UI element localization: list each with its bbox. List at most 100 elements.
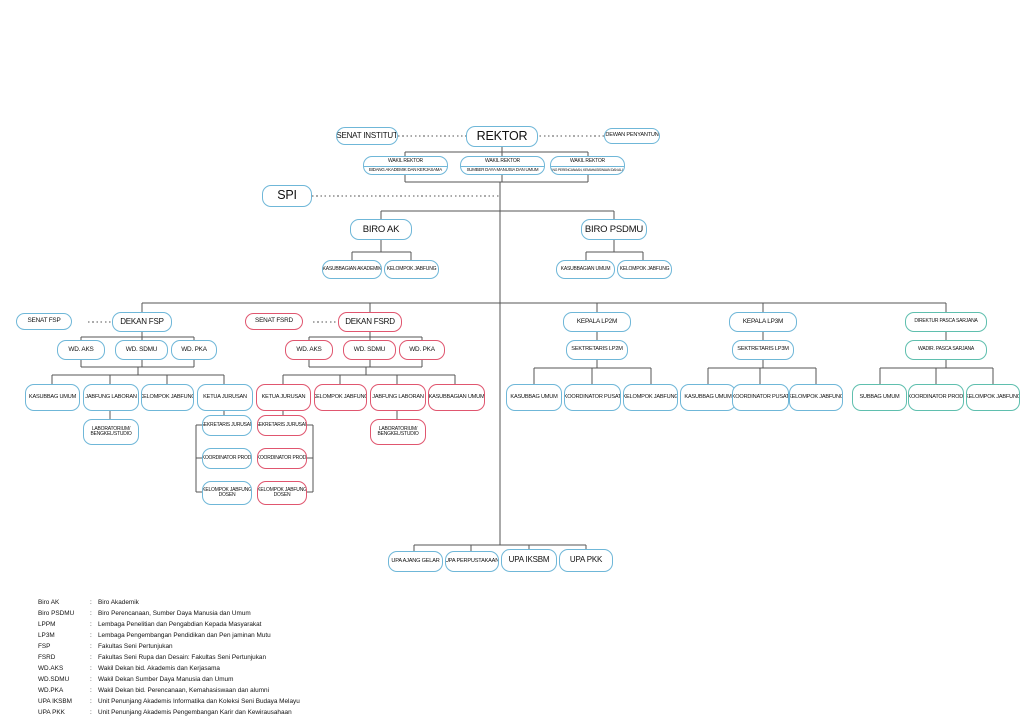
node-wadir-pasca-sarjana[interactable]: WADIR. PASCA SARJANA <box>905 340 987 360</box>
node-spi[interactable]: SPI <box>262 185 312 207</box>
node-kelompok-jabfung-biro-psdmu[interactable]: KELOMPOK JABFUNG <box>617 260 672 279</box>
legend-row: WD.SDMU:Wakil Dekan Sumber Daya Manusia … <box>38 674 458 685</box>
legend-value: Biro Akademik <box>98 599 139 606</box>
legend-value: Lembaga Penelitian dan Pengabdian Kepada… <box>98 621 262 629</box>
node-senat-fsp[interactable]: SENAT FSP <box>16 313 72 330</box>
node-jabfung-laboran-fsrd[interactable]: JABFUNG LABORAN <box>370 384 426 411</box>
node-wakil-rektor-sdmu[interactable]: WAKIL REKTOR SUMBER DAYA MANUSIA DAN UMU… <box>460 156 545 175</box>
node-senat-institut[interactable]: SENAT INSTITUT <box>336 127 398 145</box>
legend-separator: : <box>90 599 92 606</box>
node-upa-pkk[interactable]: UPA PKK <box>559 549 613 572</box>
node-jabfung-laboran-fsp[interactable]: JABFUNG LABORAN <box>83 384 139 411</box>
node-kelompok-jabfung-lp3m[interactable]: KELOMPOK JABFUNG <box>789 384 843 411</box>
node-kepala-lp2m[interactable]: KEPALA LP2M <box>563 312 631 332</box>
node-sekretaris-jurusan-fsp[interactable]: SEKRETARIS JURUSAN <box>202 415 252 436</box>
node-kepala-lp3m[interactable]: KEPALA LP3M <box>729 312 797 332</box>
node-wd-aks-fsp[interactable]: WD. AKS <box>57 340 105 360</box>
node-title: WAKIL REKTOR <box>364 157 447 167</box>
node-kasubbagian-akademik[interactable]: KASUBBAGIAN AKADEMIK <box>322 260 382 279</box>
legend-key: WD.SDMU <box>38 676 70 684</box>
node-title: WAKIL REKTOR <box>551 157 624 167</box>
node-sekretaris-lp2m[interactable]: SEKTRETARIS LP2M <box>566 340 628 360</box>
node-koordinator-prodi-fsp[interactable]: KOORDINATOR PRODI <box>202 448 252 469</box>
node-kelompok-jabfung-biro-ak[interactable]: KELOMPOK JABFUNG <box>384 260 439 279</box>
legend-row: LP3M: Lembaga Pengembangan Pendidikan dan… <box>38 630 458 641</box>
node-label: DEWAN PENYANTUN <box>605 132 659 139</box>
legend-value: Unit Penunjang Akademis Informatika dan … <box>98 698 300 706</box>
node-biro-psdmu[interactable]: BIRO PSDMU <box>581 219 647 240</box>
node-subbag-umum-pasca[interactable]: SUBBAG UMUM <box>852 384 907 411</box>
node-kelompok-jabfung-pasca[interactable]: KELOMPOK JABFUNG <box>966 384 1020 411</box>
legend-row: WD.AKS: Wakil Dekan bid. Akademis dan Ker… <box>38 663 458 674</box>
node-laboratorium-fsrd[interactable]: LABORATORIUM/ BENGKEL/STUDIO <box>370 419 426 445</box>
node-kasubbag-umum-lp2m[interactable]: KASUBBAG UMUM <box>506 384 562 411</box>
legend-row: LPPM:Lembaga Penelitian dan Pengabdian K… <box>38 619 458 630</box>
legend-key: LP3M <box>38 632 55 640</box>
legend-row: Biro PSDMU: Biro Perencanaan, Sumber Daya… <box>38 608 458 619</box>
legend-separator: : <box>90 643 92 651</box>
node-kelompok-jabfung-dosen-fsrd[interactable]: KELOMPOK JABFUNG DOSEN <box>257 481 307 505</box>
legend-value: Unit Penunjang Akademis Pengembangan Kar… <box>98 709 292 717</box>
legend-row: UPA PKK: Unit Penunjang Akademis Pengemba… <box>38 707 458 718</box>
legend-value: Lembaga Pengembangan Pendidikan dan Pen … <box>98 632 271 640</box>
node-rektor[interactable]: REKTOR <box>466 126 538 147</box>
node-senat-fsrd[interactable]: SENAT FSRD <box>245 313 303 330</box>
legend-separator: : <box>90 610 92 618</box>
node-direktur-pasca-sarjana[interactable]: DIREKTUR PASCA SARJANA <box>905 312 987 332</box>
legend-separator: : <box>90 709 92 717</box>
node-sekretaris-jurusan-fsrd[interactable]: SEKRETARIS JURUSAN <box>257 415 307 436</box>
node-wd-pka-fsp[interactable]: WD. PKA <box>171 340 217 360</box>
node-kelompok-jabfung-fsp[interactable]: KELOMPOK JABFUNG <box>141 384 194 411</box>
node-dekan-fsp[interactable]: DEKAN FSP <box>112 312 172 332</box>
node-kasubbagian-umum-fsrd[interactable]: KASUBBAGIAN UMUM <box>428 384 485 411</box>
node-wd-sdmu-fsrd[interactable]: WD. SDMU <box>343 340 396 360</box>
node-koordinator-prodi-fsrd[interactable]: KOORDINATOR PRODI <box>257 448 307 469</box>
node-label: SENAT INSTITUT <box>336 130 398 140</box>
node-kelompok-jabfung-fsrd[interactable]: KELOMPOK JABFUNG <box>314 384 367 411</box>
legend-row: Biro AK: Biro Akademik <box>38 597 458 608</box>
node-subtitle: SUMBER DAYA MANUSIA DAN UMUM <box>466 167 539 173</box>
node-dekan-fsrd[interactable]: DEKAN FSRD <box>338 312 402 332</box>
node-kasubbag-umum-fsp[interactable]: KASUBBAG UMUM <box>25 384 80 411</box>
node-wd-aks-fsrd[interactable]: WD. AKS <box>285 340 333 360</box>
node-kelompok-jabfung-dosen-fsp[interactable]: KELOMPOK JABFUNG DOSEN <box>202 481 252 505</box>
node-kasubbag-umum-lp3m[interactable]: KASUBBAG UMUM <box>680 384 736 411</box>
legend-value: Fakultas Seni Pertunjukan <box>98 643 173 651</box>
node-ketua-jurusan-fsp[interactable]: KETUA JURUSAN <box>197 384 253 411</box>
node-laboratorium-fsp[interactable]: LABORATORIUM/ BENGKEL/STUDIO <box>83 419 139 445</box>
node-wd-sdmu-fsp[interactable]: WD. SDMU <box>115 340 168 360</box>
node-dewan-penyantun[interactable]: DEWAN PENYANTUN <box>604 128 660 144</box>
legend-value: Biro Perencanaan, Sumber Daya Manusia da… <box>98 610 251 618</box>
legend-value: Wakil Dekan Sumber Daya Manusia dan Umum <box>98 676 234 684</box>
node-kasubbagian-umum-biro-psdmu[interactable]: KASUBBAGIAN UMUM <box>556 260 615 279</box>
legend-row: FSP:Fakultas Seni Pertunjukan <box>38 641 458 652</box>
node-kelompok-jabfung-lp2m[interactable]: KELOMPOK JABFUNG <box>623 384 678 411</box>
node-subtitle: BIDANG PERENCANAAN, KEMAHASISWAAN DAN AL… <box>550 167 625 172</box>
node-wakil-rektor-akademik[interactable]: WAKIL REKTOR BIDANG AKADEMIK DAN KERJASA… <box>363 156 448 175</box>
legend-key: Biro PSDMU <box>38 610 75 618</box>
legend-value: Wakil Dekan bid. Akademis dan Kerjasama <box>98 665 220 673</box>
legend-separator: : <box>90 698 92 706</box>
legend-key: WD.AKS <box>38 665 64 673</box>
node-koordinator-prodi-pasca[interactable]: KOORDINATOR PRODI <box>908 384 964 411</box>
legend-key: WD.PKA <box>38 687 64 695</box>
node-sekretaris-lp3m[interactable]: SEKTRETARIS LP3M <box>732 340 794 360</box>
node-upa-perpustakaan[interactable]: UPA PERPUSTAKAAN <box>445 551 499 572</box>
legend-separator: : <box>90 632 92 640</box>
node-ketua-jurusan-fsrd[interactable]: KETUA JURUSAN <box>256 384 311 411</box>
legend-key: UPA IKSBM <box>38 698 72 706</box>
legend-key: UPA PKK <box>38 709 65 717</box>
node-upa-iksbm[interactable]: UPA IKSBM <box>501 549 557 572</box>
node-koordinator-pusat-lp2m[interactable]: KOORDINATOR PUSAT <box>564 384 621 411</box>
node-biro-ak[interactable]: BIRO AK <box>350 219 412 240</box>
node-subtitle: BIDANG AKADEMIK DAN KERJASAMA <box>368 167 442 173</box>
legend-key: Biro AK <box>38 599 60 606</box>
legend-row: FSRD:Fakultas Seni Rupa dan Desain: Faku… <box>38 652 458 663</box>
legend-separator: : <box>90 665 92 673</box>
node-wd-pka-fsrd[interactable]: WD. PKA <box>399 340 445 360</box>
node-koordinator-pusat-lp3m[interactable]: KOORDINATOR PUSAT <box>732 384 789 411</box>
node-wakil-rektor-perencanaan[interactable]: WAKIL REKTOR BIDANG PERENCANAAN, KEMAHAS… <box>550 156 625 175</box>
node-upa-ajang-gelar[interactable]: UPA AJANG GELAR <box>388 551 443 572</box>
